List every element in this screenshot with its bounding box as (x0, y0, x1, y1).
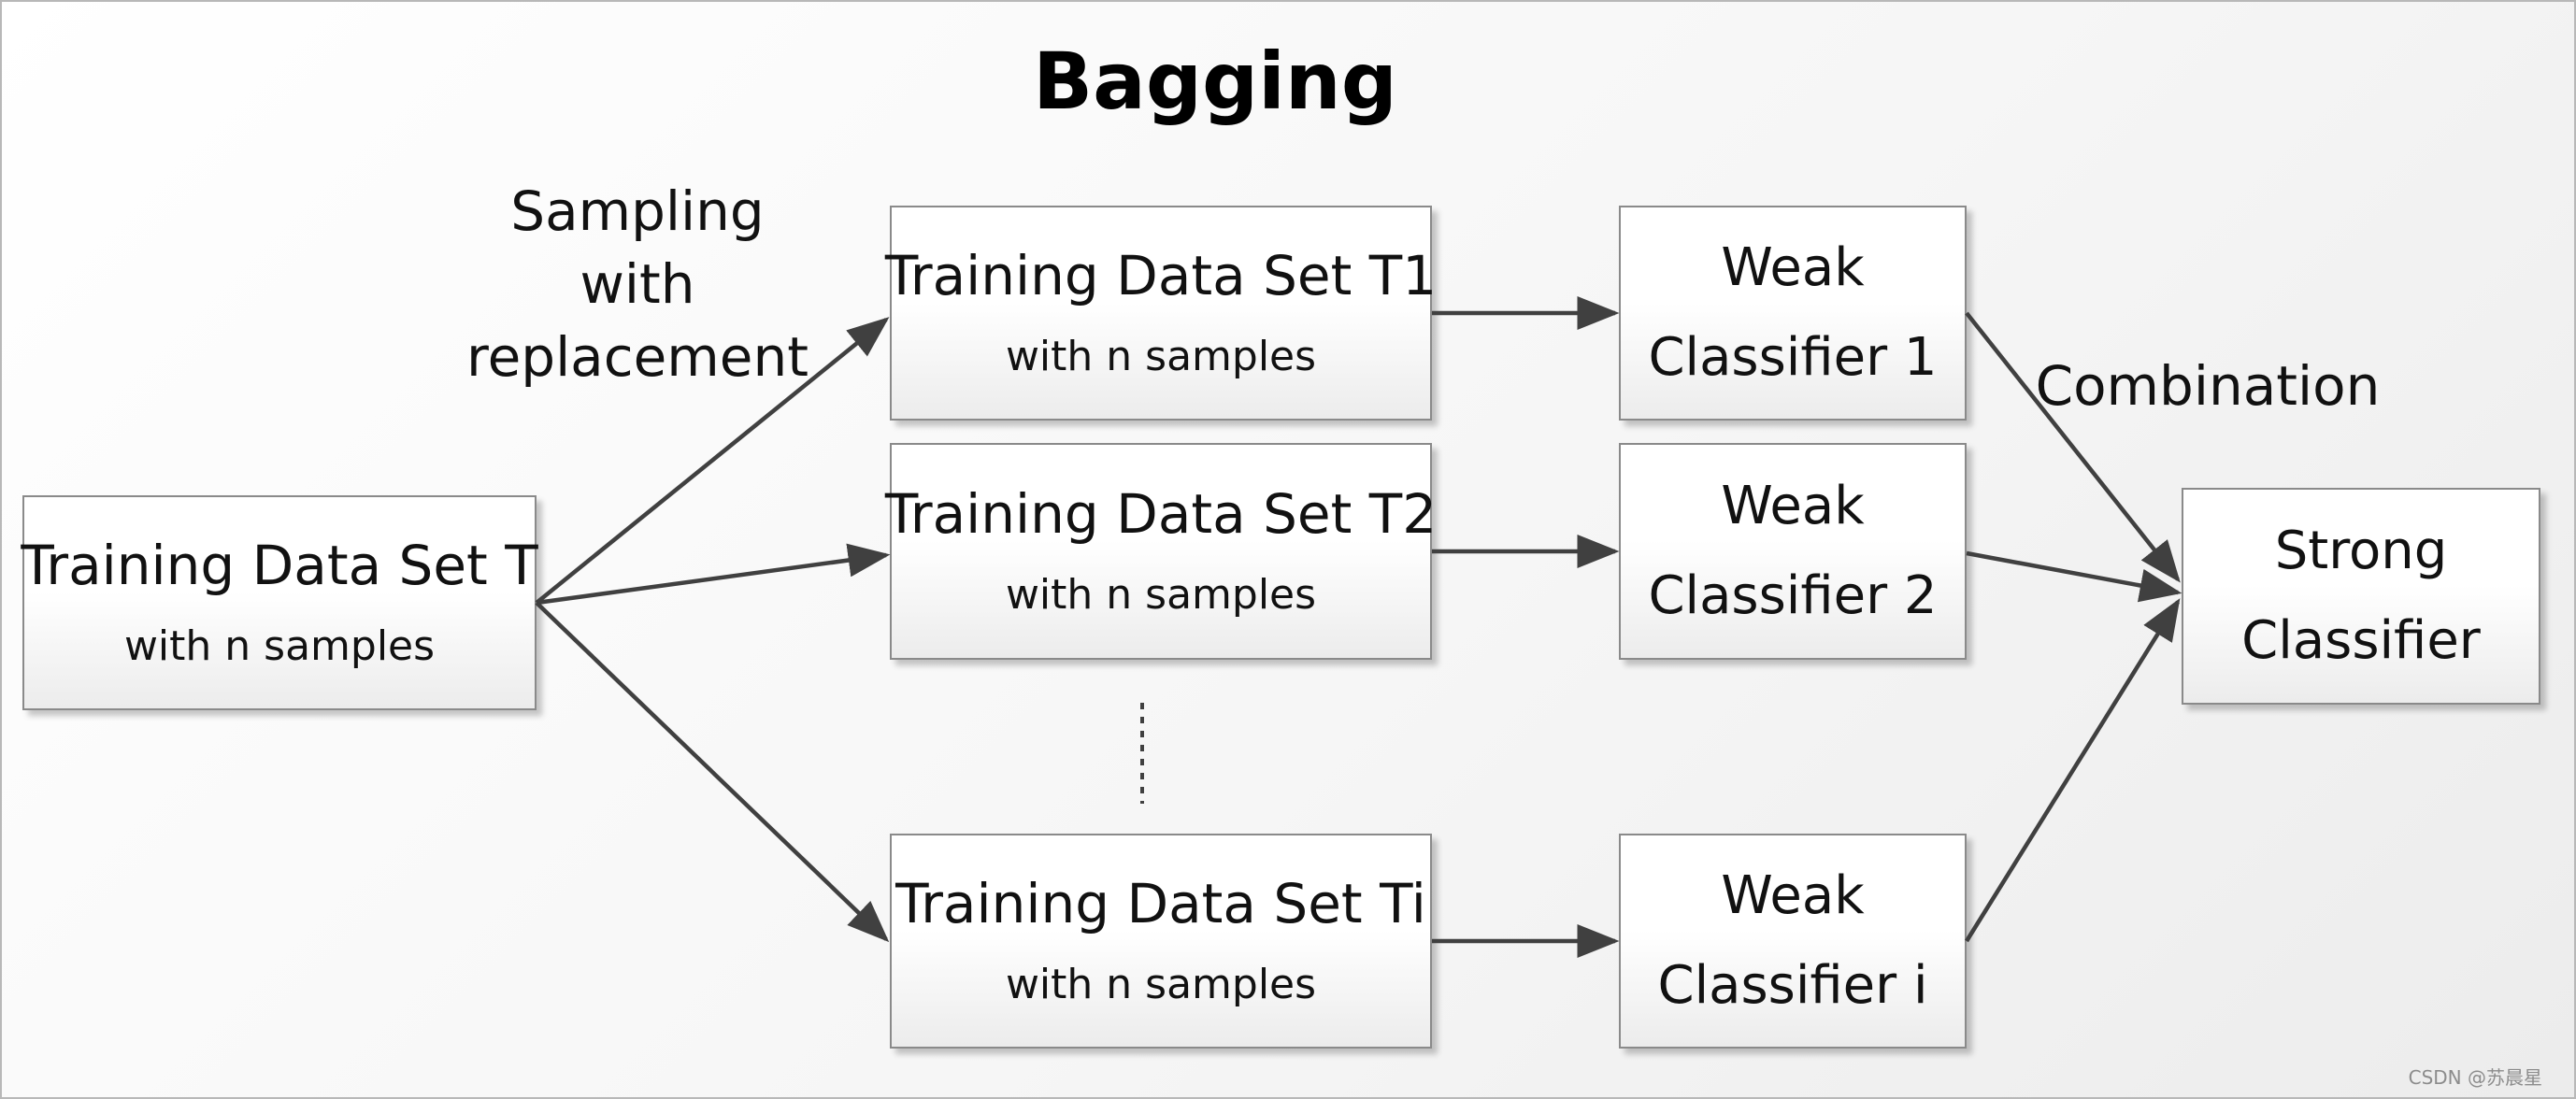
weak-classifier-line1: Weak (1721, 865, 1865, 926)
combination-label: Combination (2035, 354, 2381, 418)
arrow-weak-2-to-strong (1966, 550, 2182, 603)
subset-box-ti: Training Data Set Ti with n samples (890, 834, 1432, 1049)
diagram-title: Bagging (1033, 36, 1397, 127)
weak-classifier-line1: Weak (1721, 237, 1865, 298)
weak-classifier-line2: Classifier 1 (1648, 327, 1938, 388)
source-box-title: Training Data Set T (21, 534, 538, 597)
weak-classifier-line2: Classifier 2 (1648, 565, 1938, 626)
weak-classifier-box-i: Weak Classifier i (1619, 834, 1967, 1049)
strong-classifier-box: Strong Classifier (2182, 488, 2540, 705)
arrow-source-to-t1 (535, 317, 890, 605)
weak-classifier-box-2: Weak Classifier 2 (1619, 443, 1967, 660)
subset-box-title: Training Data Set T2 (884, 482, 1438, 546)
strong-classifier-line2: Classifier (2241, 610, 2481, 671)
subset-box-detail: with n samples (1005, 961, 1317, 1008)
subset-box-t1: Training Data Set T1 with n samples (885, 206, 1437, 421)
weak-classifier-box-1: Weak Classifier 1 (1619, 206, 1967, 421)
arrow-source-to-t2 (536, 543, 891, 606)
watermark: CSDN @苏晨星 (2408, 1066, 2542, 1089)
subset-box-title: Training Data Set Ti (895, 872, 1426, 935)
sampling-label: Sampling with replacement (466, 179, 809, 389)
strong-classifier-line1: Strong (2274, 521, 2448, 581)
weak-classifier-line1: Weak (1721, 476, 1865, 536)
subset-box-t2: Training Data Set T2 with n samples (885, 443, 1437, 660)
subset-box-detail: with n samples (1005, 333, 1317, 380)
arrow-weak-i-to-strong (1965, 598, 2181, 943)
subset-box-detail: with n samples (1005, 571, 1317, 619)
source-box: Training Data Set T with n samples (21, 495, 538, 710)
weak-classifier-line2: Classifier i (1657, 955, 1928, 1016)
arrow-weak-1-to-strong (1965, 311, 2181, 583)
subset-box-title: Training Data Set T1 (884, 244, 1438, 307)
source-box-detail: with n samples (123, 622, 436, 670)
arrow-source-to-ti (535, 601, 890, 943)
